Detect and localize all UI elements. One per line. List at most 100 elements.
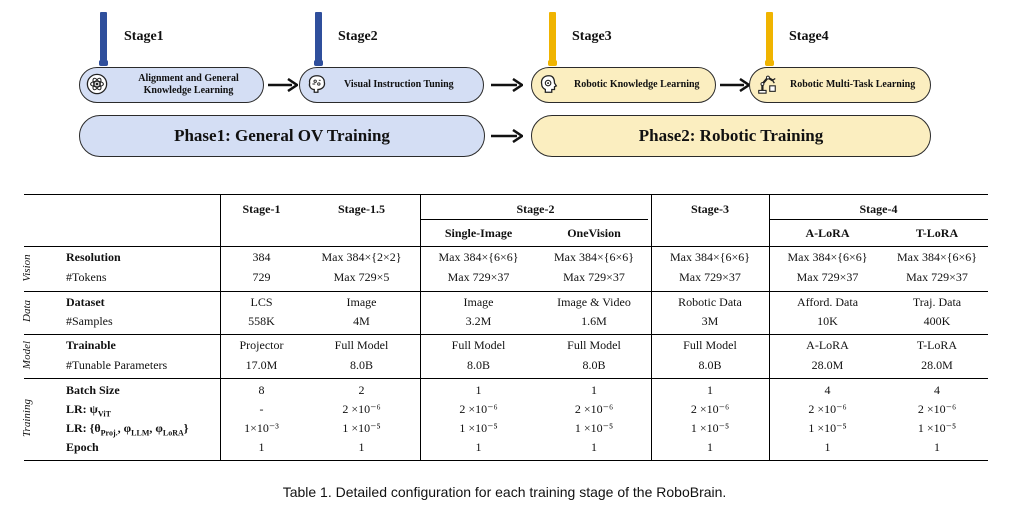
cell-dataset-5: Afford. Data <box>796 295 859 309</box>
cell-epoch-3: 1 <box>591 440 597 454</box>
cell-tokens-6: Max 729×37 <box>906 270 968 284</box>
hdr-stage1: Stage-1 <box>242 202 281 216</box>
hdr-onevision: OneVision <box>567 226 621 240</box>
cell-samples-6: 400K <box>923 314 951 328</box>
stage1-box-line2: Knowledge Learning <box>143 85 234 96</box>
cell-epoch-0: 1 <box>258 440 265 454</box>
cell-resolution-6: Max 384×{6×6} <box>896 250 978 264</box>
cell-lr-vit-6: 2 ×10⁻⁶ <box>917 402 957 416</box>
training-pipeline-diagram: Stage1 Alignment and General Knowledge L… <box>0 0 1009 180</box>
robot-head-icon <box>540 75 558 93</box>
row-label-resolution: Resolution <box>66 250 121 264</box>
cell-epoch-1: 1 <box>358 440 365 454</box>
stage3-plug <box>548 60 557 66</box>
cell-samples-5: 10K <box>817 314 838 328</box>
vline-1 <box>220 194 221 460</box>
vline-3 <box>651 194 652 460</box>
stage1-label: Stage1 <box>124 29 164 44</box>
stage1-post <box>100 12 107 62</box>
vline-4 <box>769 194 770 460</box>
row-label-dataset: Dataset <box>66 295 105 309</box>
cell-lr-other-4: 1 ×10⁻⁵ <box>690 421 730 435</box>
stage4-box-text: Robotic Multi-Task Learning <box>790 79 916 90</box>
atom-brain-icon <box>86 73 108 95</box>
cell-lr-vit-4: 2 ×10⁻⁶ <box>690 402 730 416</box>
cell-lr-other-1: 1 ×10⁻⁵ <box>342 421 381 435</box>
arrow-phase1-to-phase2 <box>491 129 523 143</box>
stage2-label: Stage2 <box>338 29 378 44</box>
cell-tunable-3: 8.0B <box>582 358 606 372</box>
cell-tokens-4: Max 729×37 <box>679 270 741 284</box>
cell-tokens-1: Max 729×5 <box>333 270 390 284</box>
stage1-plug <box>99 60 108 66</box>
row-label-tunable: #Tunable Parameters <box>66 358 168 372</box>
cell-samples-4: 3M <box>701 314 719 328</box>
cell-lr-vit-0: - <box>259 402 264 416</box>
cell-tunable-5: 28.0M <box>811 358 844 372</box>
cell-lr-vit-1: 2 ×10⁻⁶ <box>342 402 381 416</box>
group-training: Training <box>21 399 33 437</box>
stage3-post <box>549 12 556 62</box>
cell-resolution-4: Max 384×{6×6} <box>669 250 751 264</box>
hdr-stage4: Stage-4 <box>859 202 898 216</box>
cell-lr-other-3: 1 ×10⁻⁵ <box>574 421 614 435</box>
stage4-box: Robotic Multi-Task Learning <box>749 67 931 103</box>
group-model: Model <box>21 340 33 370</box>
cell-trainable-5: A-LoRA <box>806 338 849 352</box>
arrow-stage1-to-stage2 <box>268 78 298 92</box>
cell-tunable-1: 8.0B <box>349 358 373 372</box>
stage3-label: Stage3 <box>572 29 612 44</box>
row-label-samples: #Samples <box>66 314 113 328</box>
stage4-label: Stage4 <box>789 29 829 44</box>
cell-dataset-1: Image <box>346 295 377 309</box>
stage4-post <box>766 12 773 62</box>
hdr-single-image: Single-Image <box>444 226 513 240</box>
row-label-batch: Batch Size <box>66 383 120 397</box>
table-bottom-rule <box>24 460 988 462</box>
cell-tokens-3: Max 729×37 <box>563 270 625 284</box>
arrow-stage3-to-stage4 <box>720 78 750 92</box>
cell-batch-0: 8 <box>258 383 265 397</box>
robot-arm-icon <box>758 75 776 94</box>
stage2-box: Visual Instruction Tuning <box>299 67 484 103</box>
cell-lr-vit-5: 2 ×10⁻⁶ <box>808 402 847 416</box>
cell-resolution-5: Max 384×{6×6} <box>787 250 868 264</box>
table-caption: Table 1. Detailed configuration for each… <box>282 484 727 500</box>
stage3-box-text: Robotic Knowledge Learning <box>574 79 700 90</box>
row-label-tokens: #Tokens <box>66 270 107 284</box>
hdr-stage2: Stage-2 <box>516 202 555 216</box>
cell-dataset-6: Traj. Data <box>912 295 962 309</box>
arrow-stage2-to-stage3 <box>491 78 523 92</box>
vision-rule <box>24 291 988 292</box>
cell-resolution-3: Max 384×{6×6} <box>553 250 635 264</box>
cell-trainable-6: T-LoRA <box>916 338 958 352</box>
stage3-box: Robotic Knowledge Learning <box>531 67 716 103</box>
hdr-alora: A-LoRA <box>805 226 850 240</box>
cell-resolution-2: Max 384×{6×6} <box>438 250 519 264</box>
row-label-epoch: Epoch <box>66 440 99 454</box>
hdr-tlora: T-LoRA <box>915 226 959 240</box>
cell-trainable-2: Full Model <box>451 338 506 352</box>
cell-tunable-6: 28.0M <box>921 358 953 372</box>
model-rule <box>24 378 988 379</box>
cell-lr-other-0: 1×10⁻³ <box>244 421 279 435</box>
lr-vit-label-text: LR: ψ <box>66 402 98 416</box>
cell-trainable-3: Full Model <box>567 338 621 352</box>
cell-samples-2: 3.2M <box>465 314 492 328</box>
cell-resolution-1: Max 384×{2×2} <box>321 250 402 264</box>
cell-resolution-0: 384 <box>252 250 271 264</box>
row-label-trainable: Trainable <box>66 338 116 352</box>
phase2-box: Phase2: Robotic Training <box>531 115 931 157</box>
hdr-stage3: Stage-3 <box>691 202 729 216</box>
vline-2 <box>420 194 421 460</box>
row-label-lr-vit: LR: ψViT <box>66 402 111 421</box>
stage2-subrule <box>420 219 648 220</box>
cell-trainable-0: Projector <box>239 338 284 352</box>
cell-lr-vit-2: 2 ×10⁻⁶ <box>459 402 498 416</box>
stage2-plug <box>314 60 323 66</box>
stage4-subrule <box>770 219 988 220</box>
stage1-box-line1: Alignment and General <box>138 73 239 84</box>
cell-batch-6: 4 <box>934 383 940 397</box>
cell-batch-3: 1 <box>591 383 597 397</box>
stage4-plug <box>765 60 774 66</box>
